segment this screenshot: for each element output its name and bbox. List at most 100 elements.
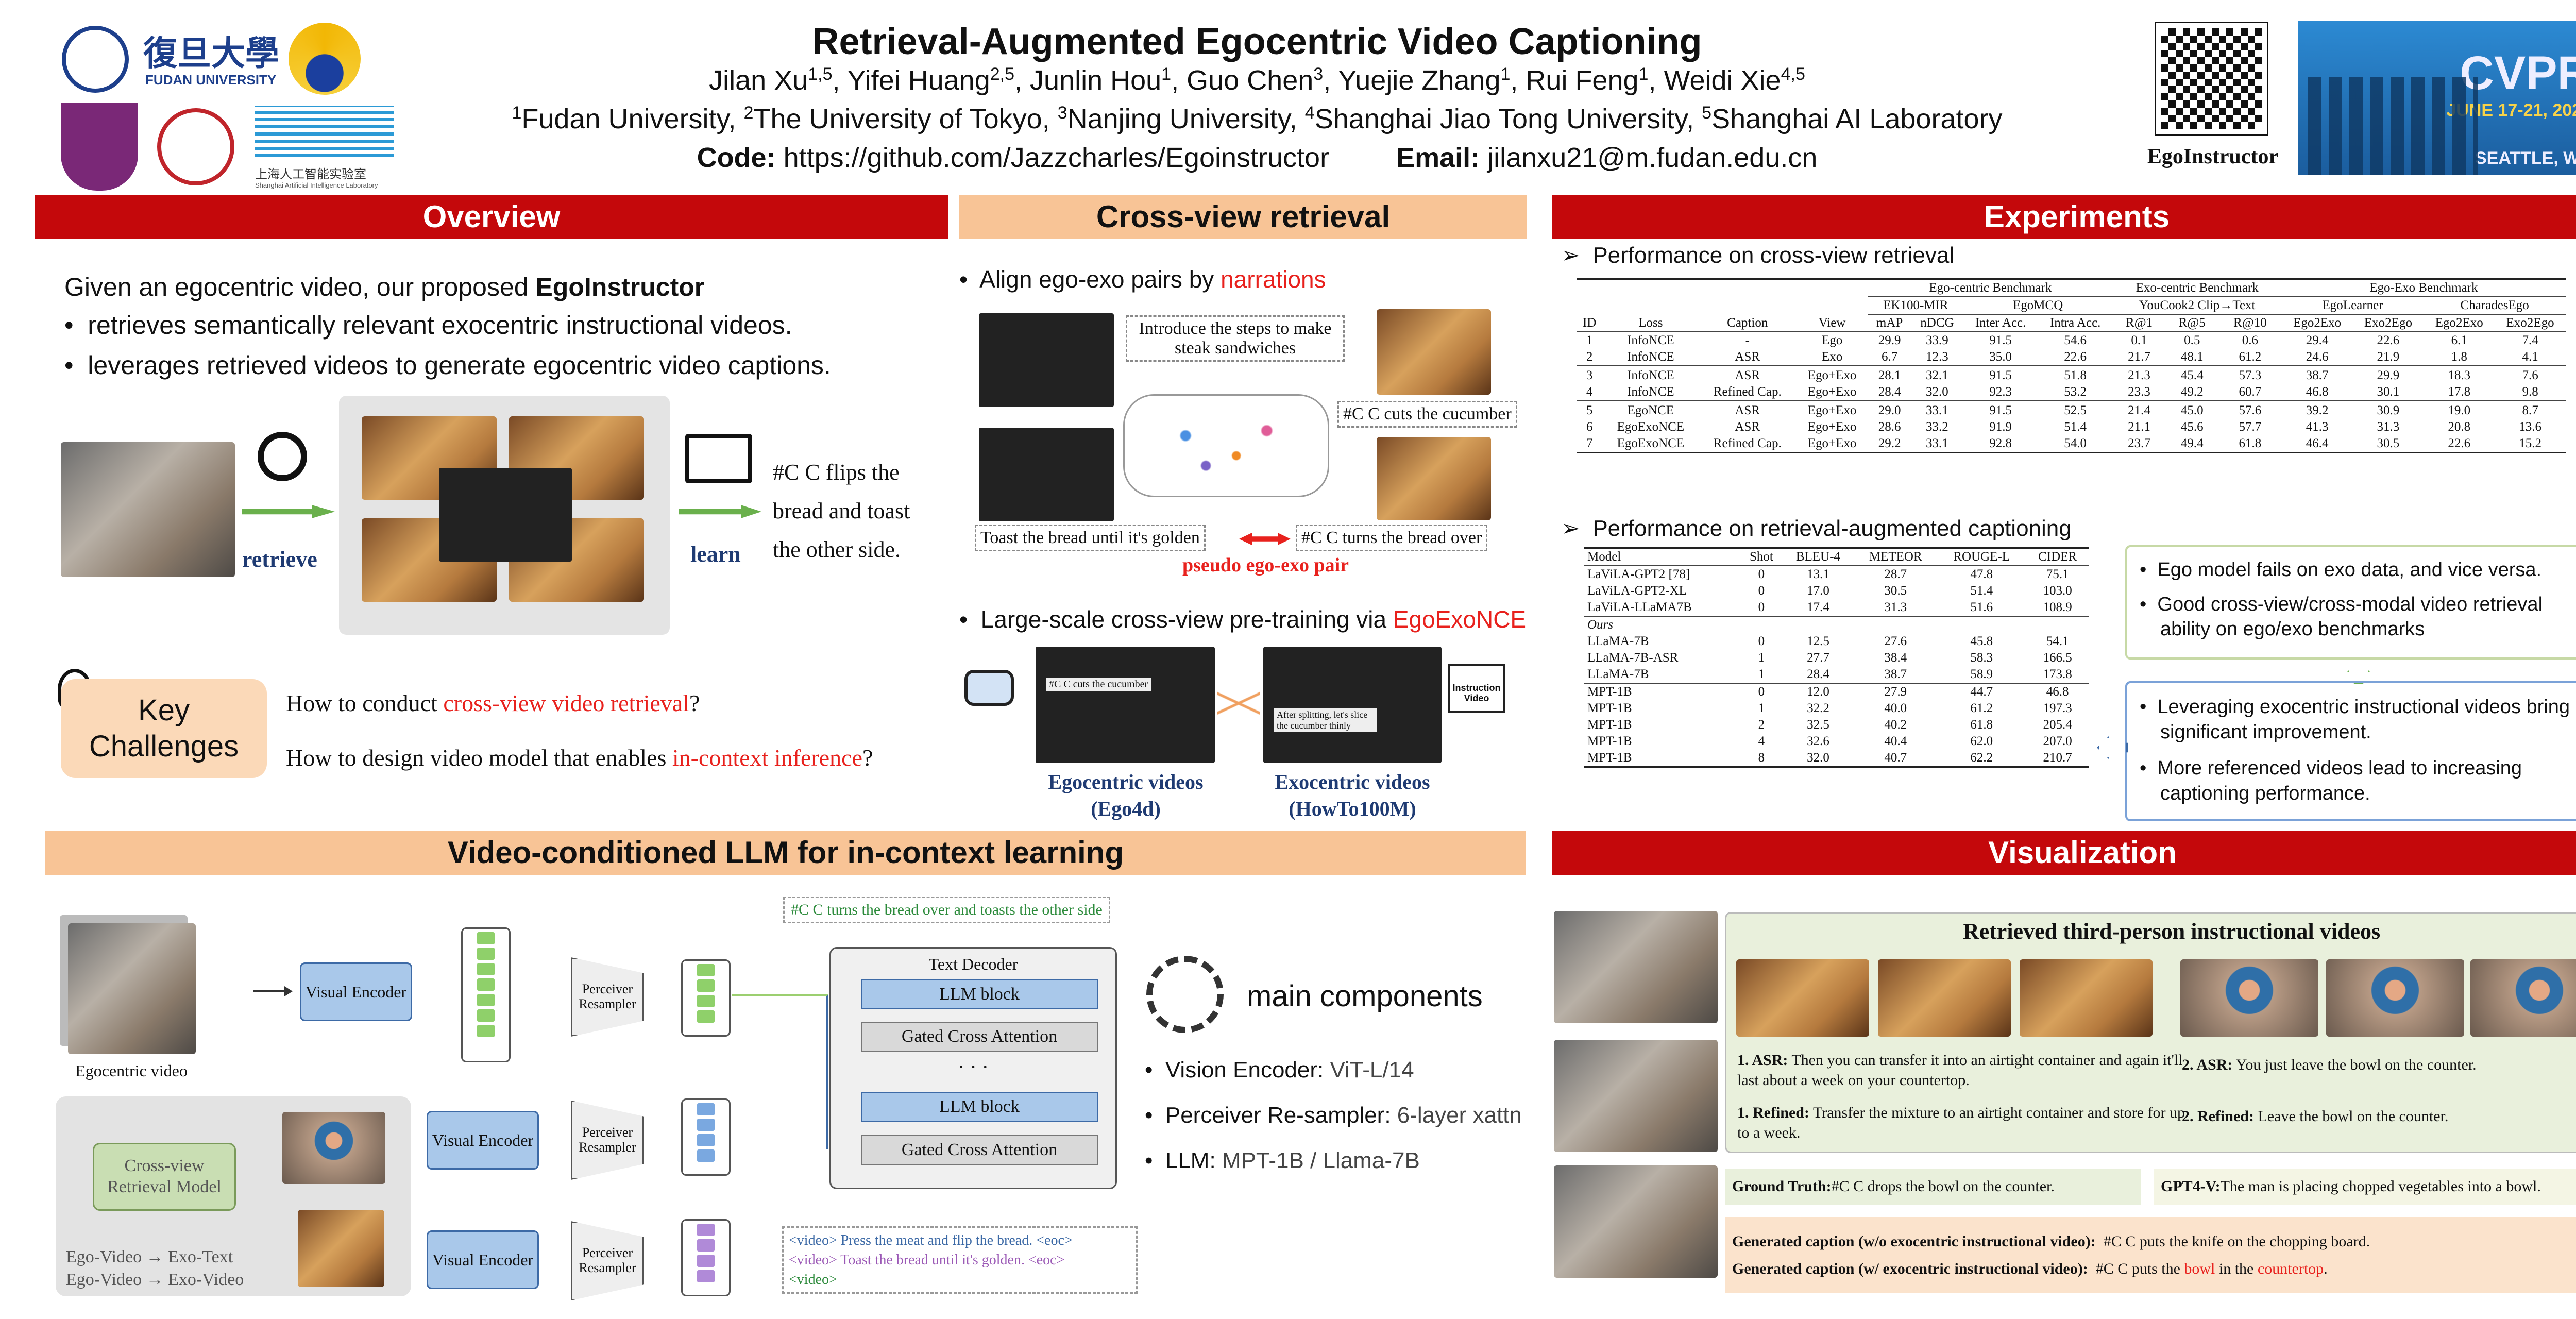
table-cell: 18.3: [2424, 365, 2495, 384]
table-cell: MPT-1B: [1587, 734, 1632, 748]
finding-1a: • Ego model fails on exo data, and vice …: [2140, 559, 2542, 581]
table-cell: Refined Cap.: [1713, 436, 1782, 450]
book-icon: [685, 434, 752, 483]
table-cell: 0.6: [2242, 333, 2259, 347]
magnifier-icon: [258, 432, 307, 481]
ego-frame-top: [979, 313, 1114, 407]
table-cell: 92.3: [1989, 385, 2012, 399]
table-cell: 57.3: [2218, 365, 2282, 384]
table-cell: 7.6: [2495, 365, 2566, 384]
shlab-cn: 上海人工智能实验室: [255, 167, 366, 181]
table-cell: 49.4: [2180, 436, 2204, 450]
table-cell: 40.4: [1884, 734, 1907, 748]
table-cell: 45.4: [2165, 365, 2219, 384]
table-cell: 46.8: [2026, 683, 2089, 700]
table-cell: 29.9: [1878, 333, 1901, 347]
exo-videos-label: Exocentric videos(HowTo100M): [1275, 770, 1430, 820]
decoder-dots: · · ·: [958, 1055, 989, 1078]
text-decoder: Text Decoder LLM block Gated Cross Atten…: [829, 947, 1117, 1189]
table-cell: 75.1: [2046, 567, 2069, 581]
code-label: Code:: [697, 142, 776, 173]
table-cell: 57.7: [2239, 420, 2262, 434]
table-cell: 47.8: [1970, 567, 1993, 581]
table-cell: ASR: [1735, 420, 1760, 434]
table-cell: 20.8: [2448, 420, 2471, 434]
viz-exo-a3: [2020, 959, 2153, 1037]
email[interactable]: jilanxu21@m.fudan.edu.cn: [1487, 142, 1818, 173]
table-cell: 30.5: [1884, 584, 1907, 598]
retrieved-exo-1: [282, 1112, 385, 1184]
author: Jilan Xu1,5: [709, 64, 833, 96]
embedding-scatter: [1123, 394, 1329, 497]
retrieved-panel-title: Retrieved third-person instructional vid…: [1962, 919, 2381, 944]
table-cell: 103.0: [2043, 584, 2072, 598]
exo-b-asr: 2. ASR: You just leave the bowl on the c…: [2182, 1056, 2477, 1073]
finding-1b: • Good cross-view/cross-modal video retr…: [2140, 593, 2543, 640]
table-cell: 197.3: [2043, 701, 2072, 715]
visual-encoder-1: Visual Encoder: [300, 962, 412, 1021]
exo-strip-caption: After splitting, let's slice the cucumbe…: [1274, 708, 1377, 732]
table-cell: 4.1: [2522, 350, 2538, 364]
llm-block-1: LLM block: [861, 979, 1098, 1009]
fudan-name: 復旦大學: [143, 35, 279, 73]
table-cell: LLaMA-7B: [1587, 667, 1649, 681]
table-cell: ASR: [1735, 350, 1760, 364]
table-cell: 27.7: [1807, 651, 1829, 665]
author: Rui Feng1: [1526, 64, 1649, 96]
table-cell: 61.8: [1970, 718, 1993, 732]
exo-frame-top: [1377, 309, 1491, 395]
table-cell: 1: [1758, 701, 1765, 715]
learn-label: learn: [690, 542, 741, 567]
nju-logo: [61, 103, 138, 191]
table-cell: 48.1: [2180, 350, 2204, 364]
table-cell: 45.8: [1970, 634, 1993, 648]
affiliation: 3Nanjing University,: [1057, 103, 1305, 134]
gears-icon: [1146, 956, 1224, 1033]
table-cell: LLaMA-7B-ASR: [1587, 651, 1679, 665]
author: Yuejie Zhang1: [1338, 64, 1511, 96]
narration-2: #C C cuts the cucumber: [1337, 401, 1517, 428]
table-cell: EgoExoNCE: [1617, 420, 1685, 434]
qr-code[interactable]: [2155, 22, 2268, 136]
table-cell: 92.8: [1989, 436, 2012, 450]
table-cell: 45.6: [2180, 420, 2204, 434]
cvpr-logo: CVPR JUNE 17-21, 2024 SEATTLE, WA: [2298, 21, 2576, 175]
table-cell: MPT-1B: [1587, 701, 1632, 715]
table-cell: 53.2: [2064, 385, 2087, 399]
table-ours-label: Ours: [1584, 616, 2089, 633]
table-cell: 207.0: [2043, 734, 2072, 748]
table-cell: 22.6: [2377, 333, 2400, 347]
table-cell: 32.0: [1926, 385, 1948, 399]
gpt4v-caption: GPT4-V: The man is placing chopped veget…: [2154, 1169, 2576, 1205]
table-cell: -: [1745, 333, 1750, 347]
table-cell: 38.7: [1884, 667, 1907, 681]
table-cell: 2: [1586, 350, 1593, 364]
up-arrow-icon: [2347, 661, 2370, 684]
ground-truth: Ground Truth: #C C drops the bowl on the…: [1725, 1169, 2141, 1205]
table-cell: 38.7: [2281, 365, 2353, 384]
gen-without: Generated caption (w/o exocentric instru…: [1732, 1233, 2370, 1250]
prompt-2: <video> Toast the bread until it's golde…: [789, 1252, 1065, 1268]
viz-exo-b1: [2180, 959, 2318, 1037]
table-cell: 61.2: [2239, 350, 2262, 364]
table-cell: LLaMA-7B: [1587, 634, 1649, 648]
retrieved-exo-2: [298, 1210, 384, 1287]
table-cell: 0: [1758, 584, 1765, 598]
table-cell: 40.0: [1884, 701, 1907, 715]
llm-heading: Video-conditioned LLM for in-context lea…: [45, 831, 1526, 875]
table-group-header: Ego-centric Benchmark: [1868, 279, 2113, 297]
overview-intro: Given an egocentric video, our proposed …: [64, 272, 704, 302]
affiliation: 2The University of Tokyo,: [743, 103, 1058, 134]
table-col-header: mAP: [1868, 314, 1911, 332]
code-url[interactable]: https://github.com/Jazzcharles/Egoinstru…: [783, 142, 1330, 173]
author: Junlin Hou1: [1030, 64, 1172, 96]
table-col-header: R@5: [2165, 314, 2219, 332]
table-cell: InfoNCE: [1627, 333, 1674, 347]
ego-video-label: Egocentric video: [75, 1061, 188, 1080]
table-cell: EgoExoNCE: [1617, 436, 1685, 450]
table-cell: 1: [1758, 667, 1765, 681]
